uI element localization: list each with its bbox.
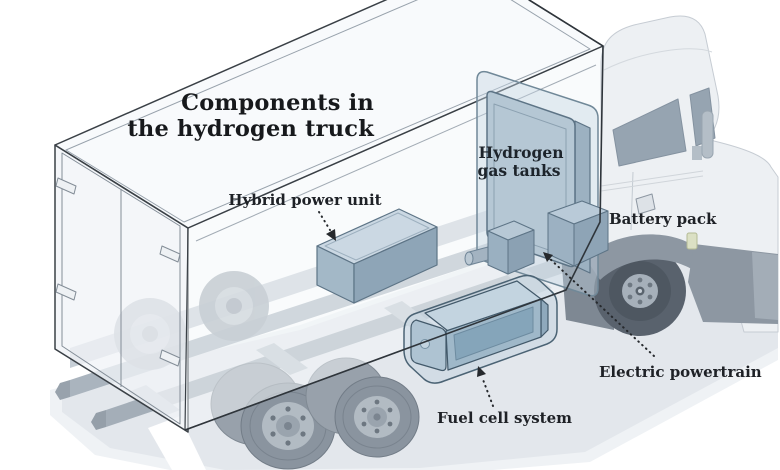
label-hydrogen-gas-tanks-line2: gas tanks [478, 161, 561, 180]
front-bumper [752, 252, 778, 320]
cab-badge [635, 193, 656, 215]
marker-light [686, 232, 698, 250]
diagram-title-line1: Components in [181, 90, 374, 116]
cab-roof-crease [603, 48, 713, 71]
fuel-cell-system [403, 274, 558, 384]
hybrid-power-unit [316, 208, 438, 304]
shadow-gap [148, 416, 206, 470]
door-hinge [55, 283, 77, 301]
side-mirror [701, 110, 714, 159]
label-battery-pack: Battery pack [609, 210, 717, 228]
callout-arrow-electric-powertrain [548, 257, 655, 357]
cab-body-crease [600, 170, 704, 192]
door-hinge [159, 245, 181, 263]
door-hinge [159, 349, 181, 367]
door-hinge [55, 177, 77, 195]
diagram-title-line2: the hydrogen truck [127, 116, 374, 142]
truck-cab [560, 15, 779, 336]
trailer-door-inset [61, 152, 181, 425]
label-hydrogen-gas-tanks-line1: Hydrogen [479, 143, 564, 162]
trailer-side-inset [195, 64, 597, 242]
callout-arrow-fuel-cell-system [481, 376, 494, 407]
trailer-front-edges [184, 0, 604, 431]
trailer-top-inset [65, 0, 591, 223]
label-hybrid-power-unit: Hybrid power unit [228, 191, 381, 209]
label-electric-powertrain: Electric powertrain [599, 363, 762, 381]
wheel-arch [586, 234, 699, 280]
front-wheel [594, 246, 686, 336]
cab-door-window [612, 98, 687, 167]
label-fuel-cell-system: Fuel cell system [437, 409, 572, 427]
callout-arrow-hybrid-power-unit [318, 211, 331, 231]
electric-powertrain [464, 220, 535, 275]
callouts [318, 211, 655, 407]
drive-shaft-cap [464, 251, 474, 266]
mirror-arm [692, 146, 702, 160]
